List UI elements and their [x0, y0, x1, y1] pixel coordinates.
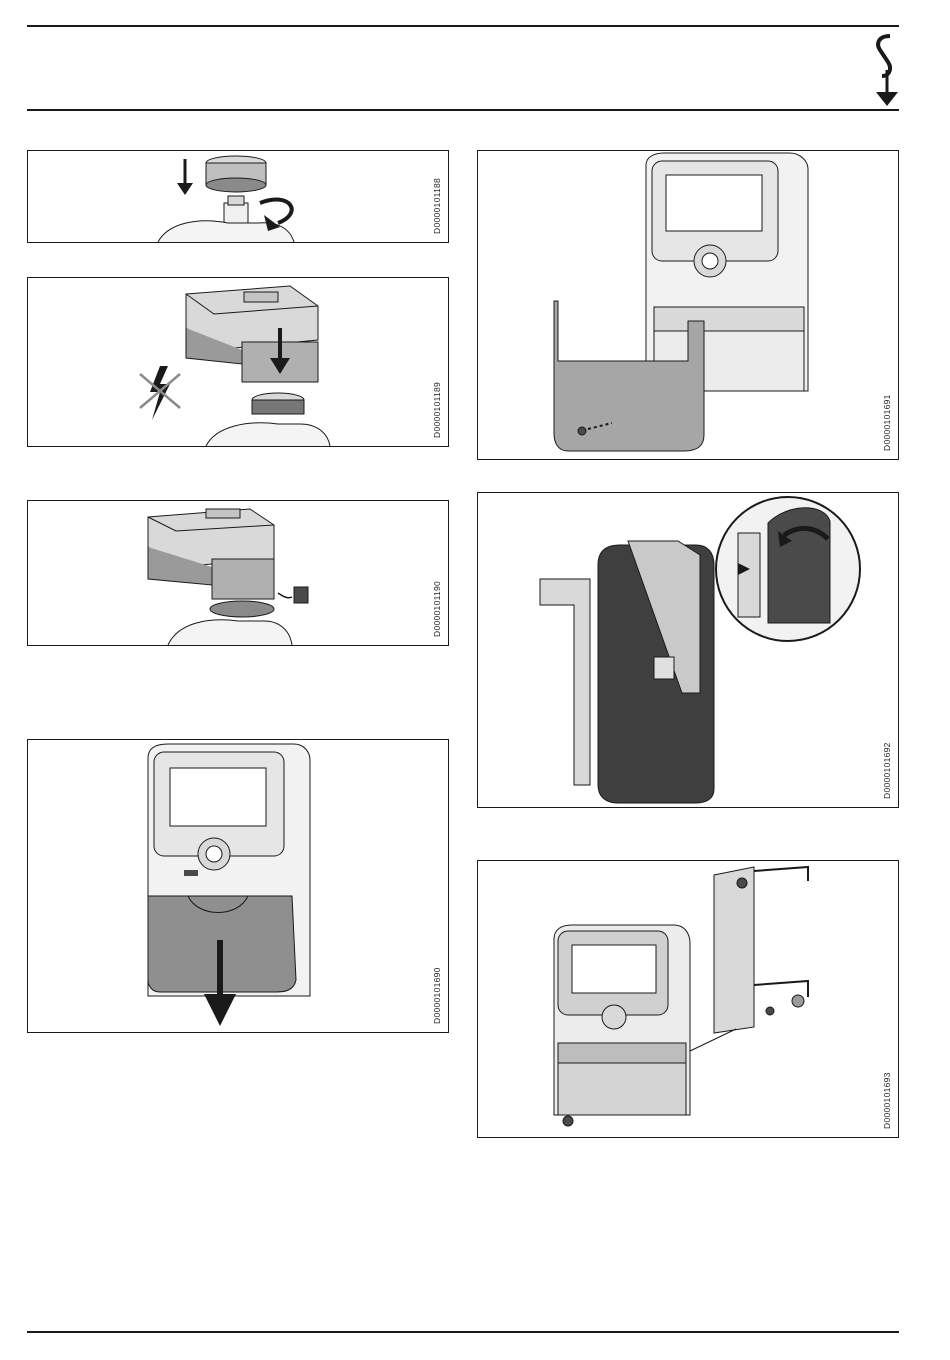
- figure-actuator-cover: D0000101190: [27, 500, 449, 646]
- figure-code: D0000101190: [426, 501, 448, 645]
- footer-rule: [27, 1331, 899, 1333]
- figure-code: D0000101189: [426, 278, 448, 446]
- figure-valve-adapter: D0000101188: [27, 150, 449, 243]
- header-bottom-rule: [27, 109, 899, 111]
- header-top-rule: [27, 25, 899, 27]
- controller-wall-mount-icon: [478, 861, 898, 1137]
- figure-code: D0000101690: [426, 740, 448, 1032]
- controller-open-icon: [478, 151, 898, 459]
- figure-code: D0000101188: [426, 151, 448, 242]
- figure-controller-cover-removal: D0000101690: [27, 739, 449, 1033]
- controller-bracket-icon: [478, 493, 898, 807]
- figure-controller-open: D0000101691: [477, 150, 899, 460]
- controller-cover-removal-icon: [28, 740, 448, 1032]
- figure-actuator-mount: D0000101189: [27, 277, 449, 447]
- figure-controller-bracket: D0000101692: [477, 492, 899, 808]
- figure-controller-wall-mount: D0000101693: [477, 860, 899, 1138]
- figure-code: D0000101693: [876, 861, 898, 1137]
- valve-adapter-icon: [28, 151, 448, 242]
- actuator-mount-icon: [28, 278, 448, 446]
- figure-code: D0000101691: [876, 151, 898, 459]
- figure-code: D0000101692: [876, 493, 898, 807]
- actuator-cover-icon: [28, 501, 448, 645]
- manufacturer-mark-icon: [868, 30, 902, 110]
